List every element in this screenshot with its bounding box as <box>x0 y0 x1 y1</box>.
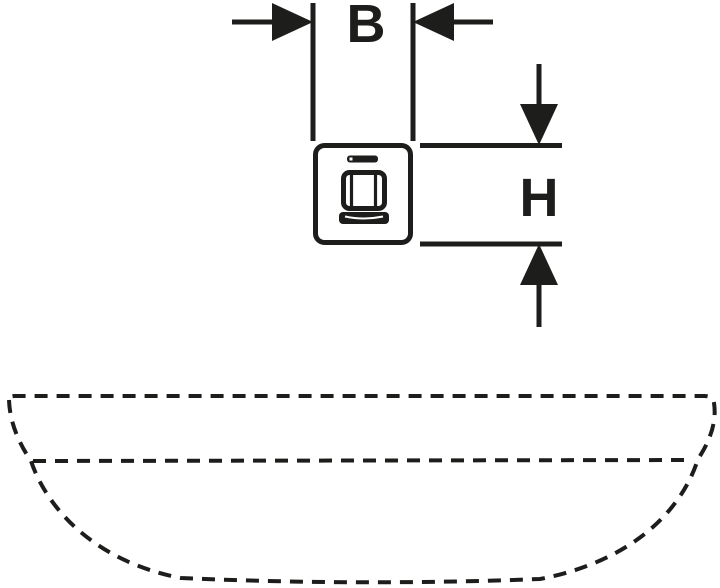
height-dimension: H <box>420 64 562 327</box>
washbasin-outline <box>6 394 717 585</box>
dimension-arrow-up-icon <box>520 244 558 285</box>
dimension-arrow-down-icon <box>520 104 558 145</box>
width-dimension: B <box>232 0 493 141</box>
basin-rim-line <box>32 458 692 463</box>
sensor-dot <box>349 157 353 161</box>
urinal-body <box>341 170 387 211</box>
urinal-base-curve <box>344 215 384 220</box>
basin-outer-path <box>6 394 717 585</box>
flush-plate <box>313 143 413 245</box>
sensor-bar <box>347 155 378 163</box>
height-dimension-label: H <box>520 168 559 228</box>
width-dimension-label: B <box>347 0 386 54</box>
dimension-arrow-left-icon <box>272 3 313 41</box>
dimension-arrow-right-icon <box>413 3 454 41</box>
urinal-flush-plate-icon <box>339 155 389 224</box>
